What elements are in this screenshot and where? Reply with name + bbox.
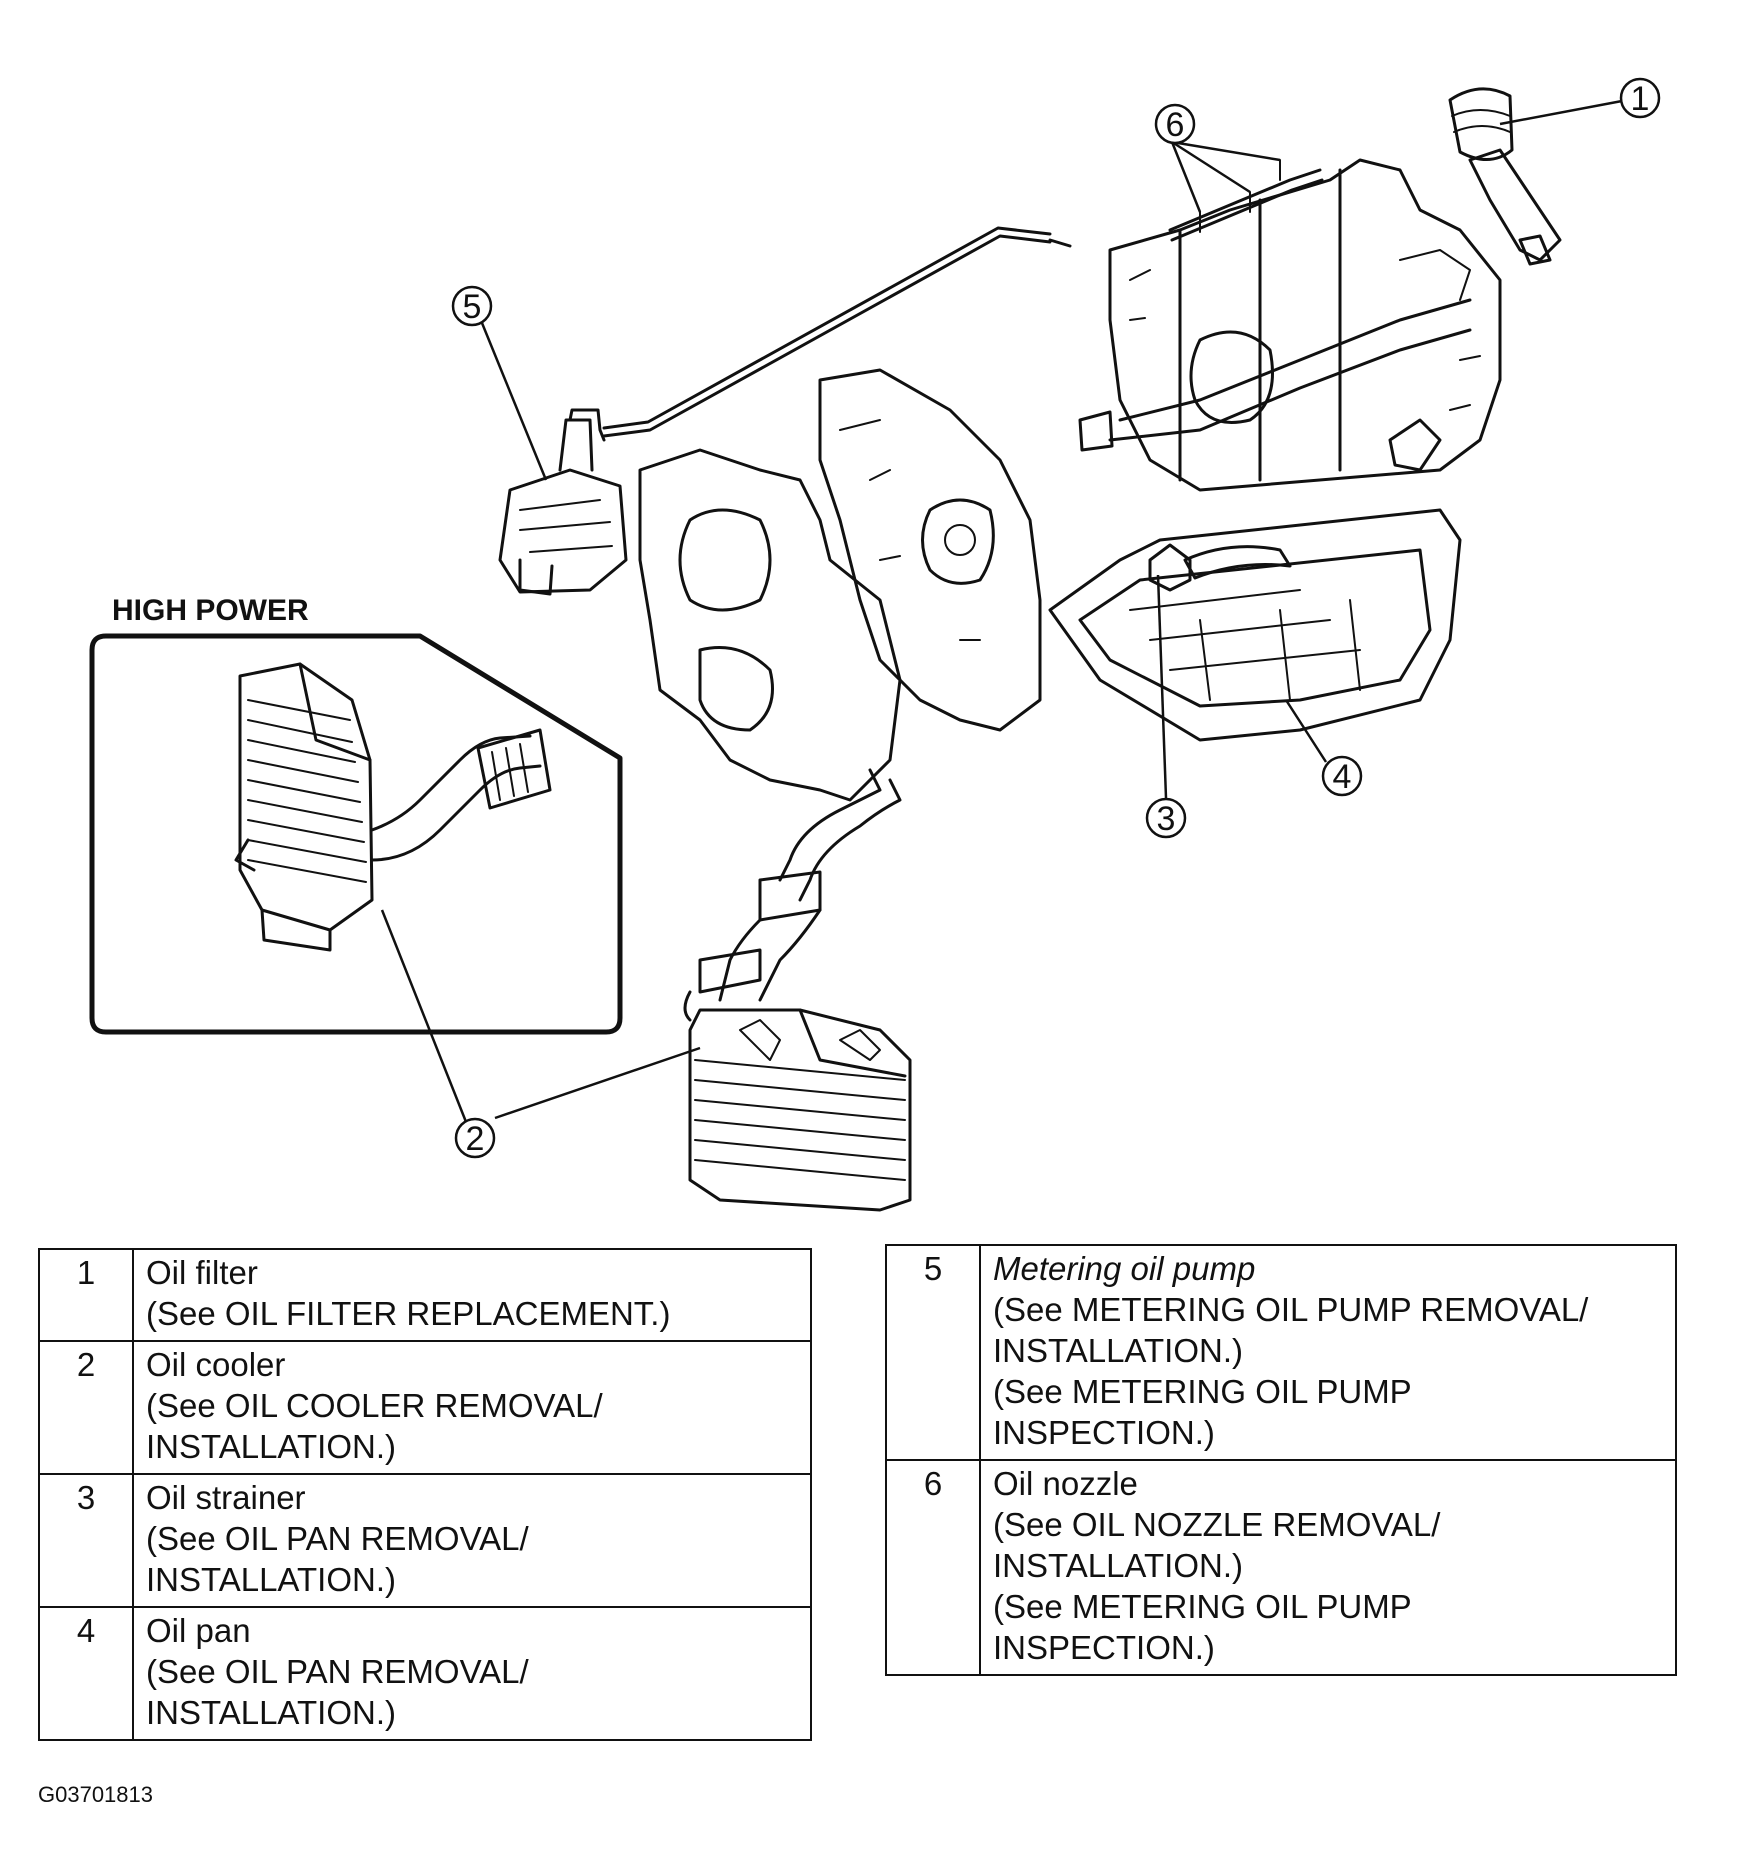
part-number: 1 [38,1248,134,1342]
part-number: 2 [38,1340,134,1475]
part-name: Oil strainer [146,1479,306,1516]
part-number: 4 [38,1606,134,1741]
part-name: Oil filter [146,1254,258,1291]
svg-text:5: 5 [463,288,482,326]
table-row: 4 Oil pan (See OIL PAN REMOVAL/ INSTALLA… [38,1606,812,1741]
part-description: Oil filter (See OIL FILTER REPLACEMENT.) [132,1248,812,1342]
part-reference: (See OIL PAN REMOVAL/ [146,1653,529,1690]
svg-text:6: 6 [1166,106,1185,144]
part-reference: INSTALLATION.) [993,1547,1243,1584]
figure-id: G03701813 [38,1782,153,1807]
svg-text:4: 4 [1333,758,1352,796]
oil-hose-drawing [683,768,902,1022]
leader-line-6c [1171,140,1281,162]
inset-oil-cooler-drawing [234,662,552,952]
callout-1: 1 [1619,77,1661,119]
part-reference: (See OIL FILTER REPLACEMENT.) [146,1295,671,1332]
leader-line-4 [1284,699,1328,763]
part-reference: INSTALLATION.) [146,1428,396,1465]
svg-text:2: 2 [466,1120,485,1158]
svg-text:3: 3 [1157,800,1176,838]
part-reference: (See METERING OIL PUMP [993,1588,1412,1625]
exploded-lubrication-diagram: HIGH POWER [89,77,1661,1212]
part-description: Metering oil pump (See METERING OIL PUMP… [979,1244,1677,1461]
leader-line-3 [1156,574,1168,799]
front-cover-drawing [638,368,1042,802]
table-row: 6 Oil nozzle (See OIL NOZZLE REMOVAL/ IN… [885,1459,1677,1676]
inset-title: HIGH POWER [112,594,309,627]
part-description: Oil cooler (See OIL COOLER REMOVAL/ INST… [132,1340,812,1475]
part-number: 6 [885,1459,981,1676]
table-row: 1 Oil filter (See OIL FILTER REPLACEMENT… [38,1248,812,1342]
part-name: Metering oil pump [993,1250,1256,1287]
part-reference: (See METERING OIL PUMP [993,1373,1412,1410]
table-row: 2 Oil cooler (See OIL COOLER REMOVAL/ IN… [38,1340,812,1475]
part-description: Oil pan (See OIL PAN REMOVAL/ INSTALLATI… [132,1606,812,1741]
part-reference: INSTALLATION.) [146,1561,396,1598]
part-reference: (See OIL COOLER REMOVAL/ [146,1387,603,1424]
leader-line-2a [380,909,472,1133]
part-reference: (See OIL PAN REMOVAL/ [146,1520,529,1557]
part-name: Oil pan [146,1612,251,1649]
oil-cooler-drawing [688,1008,912,1212]
svg-text:1: 1 [1631,80,1650,118]
oil-pan-drawing [1048,508,1462,742]
leader-line-6b [1171,140,1251,194]
part-reference: INSPECTION.) [993,1629,1215,1666]
callout-2: 2 [454,1117,496,1159]
callout-4: 4 [1321,755,1363,797]
callout-3: 3 [1145,797,1187,839]
legend-table-right: 5 Metering oil pump (See METERING OIL PU… [885,1244,1677,1676]
part-number: 3 [38,1473,134,1608]
part-reference: (See OIL NOZZLE REMOVAL/ [993,1506,1441,1543]
part-reference: (See METERING OIL PUMP REMOVAL/ [993,1291,1589,1328]
callout-5: 5 [451,285,493,327]
table-row: 5 Metering oil pump (See METERING OIL PU… [885,1244,1677,1461]
engine-block-drawing [1078,158,1502,492]
part-reference: INSPECTION.) [993,1414,1215,1451]
table-row: 3 Oil strainer (See OIL PAN REMOVAL/ INS… [38,1473,812,1608]
part-description: Oil strainer (See OIL PAN REMOVAL/ INSTA… [132,1473,812,1608]
metering-oil-pump-drawing [498,226,1072,596]
part-description: Oil nozzle (See OIL NOZZLE REMOVAL/ INST… [979,1459,1677,1676]
part-reference: INSTALLATION.) [146,1694,396,1731]
leader-line-1 [1499,99,1623,126]
legend-table-left: 1 Oil filter (See OIL FILTER REPLACEMENT… [38,1248,812,1741]
leader-line-2b [494,1046,701,1120]
leader-line-6a [1170,141,1202,213]
part-name: Oil nozzle [993,1465,1138,1502]
part-name: Oil cooler [146,1346,286,1383]
leader-line-5 [480,322,548,481]
part-reference: INSTALLATION.) [993,1332,1243,1369]
part-number: 5 [885,1244,981,1461]
high-power-inset-frame [89,633,623,1035]
callout-6: 6 [1154,103,1196,145]
